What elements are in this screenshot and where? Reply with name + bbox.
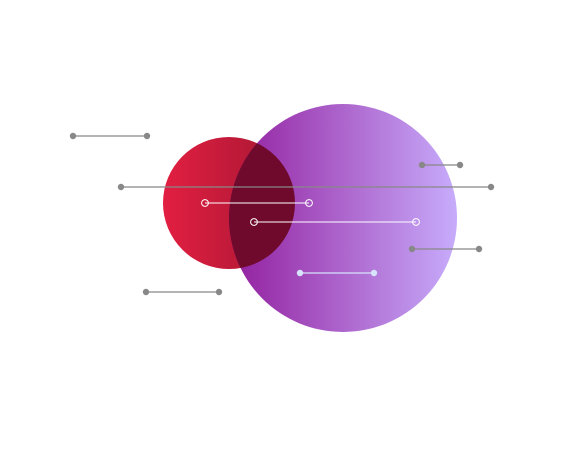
connector-top-left — [69, 132, 151, 140]
connector-bottom-left — [142, 288, 223, 296]
connector-top-right — [418, 161, 464, 169]
connector-inner-lower — [250, 218, 420, 226]
connector-inner-upper — [201, 199, 313, 207]
connector-inner-bottom — [296, 269, 378, 277]
connector-right — [408, 245, 483, 253]
purple-circle — [229, 104, 457, 332]
connector-long-horizontal — [117, 183, 495, 191]
